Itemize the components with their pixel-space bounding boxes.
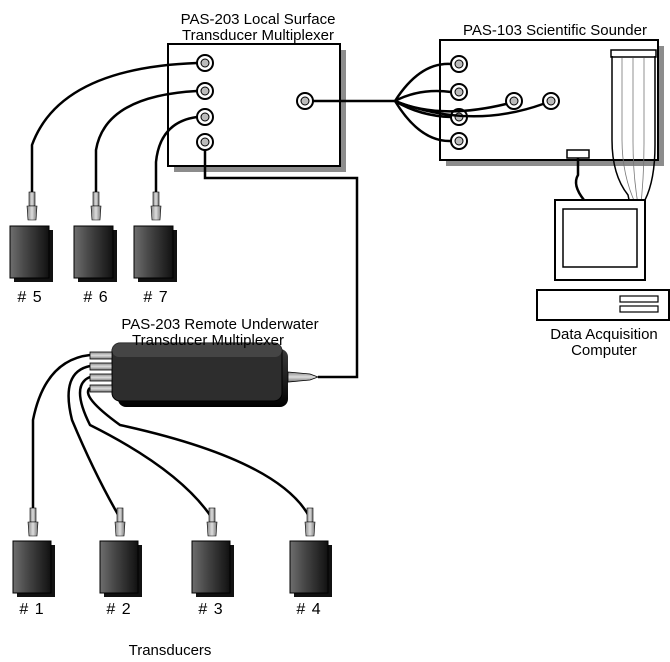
- transducer-5-label: # 5: [17, 289, 42, 306]
- computer-label-2: Computer: [571, 342, 637, 359]
- transducer-4: [289, 507, 332, 597]
- connector: [196, 82, 214, 100]
- transducer-3-label: # 3: [198, 601, 223, 618]
- transducer-1: [12, 507, 55, 597]
- connector: [542, 92, 560, 110]
- ribbon-header: [610, 49, 657, 58]
- data-acquisition-computer: [536, 158, 670, 321]
- transducer-2-label: # 2: [106, 601, 131, 618]
- plug: [89, 351, 113, 360]
- connector: [196, 133, 214, 151]
- local-remote-cable: [203, 150, 359, 379]
- local-transducer-cables: [30, 61, 198, 208]
- transducer-2: [99, 507, 142, 597]
- plug: [287, 371, 320, 383]
- connector: [450, 55, 468, 73]
- transducer-7-label: # 7: [143, 289, 168, 306]
- sounder-title: PAS-103 Scientific Sounder: [463, 22, 647, 39]
- transducer-4-label: # 4: [296, 601, 321, 618]
- transducers-caption: Transducers: [129, 642, 212, 659]
- disk-drive: [619, 305, 659, 313]
- transducer-1-label: # 1: [19, 601, 44, 618]
- remote-mux-subtitle: Transducer Multiplexer: [132, 332, 284, 349]
- computer-label: Data Acquisition: [550, 326, 658, 343]
- remote-mux-plugs: [89, 351, 320, 393]
- transducer-3: [191, 507, 234, 597]
- computer-port: [566, 149, 590, 159]
- remote-multiplexer: [111, 342, 288, 407]
- transducer-6-label: # 6: [83, 289, 108, 306]
- connector: [196, 108, 214, 126]
- transducer-5: [9, 191, 53, 282]
- remote-transducer-cables: [31, 353, 312, 519]
- remote-mux-title: PAS-203 Remote Underwater: [121, 316, 318, 333]
- local-mux-subtitle: Transducer Multiplexer: [182, 27, 334, 44]
- disk-drive: [619, 295, 659, 303]
- connector: [450, 132, 468, 150]
- computer-screen: [562, 208, 638, 268]
- mux-sounder-cable: [313, 62, 544, 143]
- local-mux-title: PAS-203 Local Surface: [181, 11, 336, 28]
- plug: [89, 384, 113, 393]
- local-mux-connectors: [196, 54, 314, 151]
- transducer-6: [73, 191, 117, 282]
- computer-cable: [574, 158, 585, 201]
- connector: [196, 54, 214, 72]
- transducer-7: [133, 191, 177, 282]
- connector: [296, 92, 314, 110]
- plug: [89, 362, 113, 371]
- plug: [89, 373, 113, 382]
- connector: [450, 83, 468, 101]
- connector: [505, 92, 523, 110]
- computer-base: [536, 289, 670, 321]
